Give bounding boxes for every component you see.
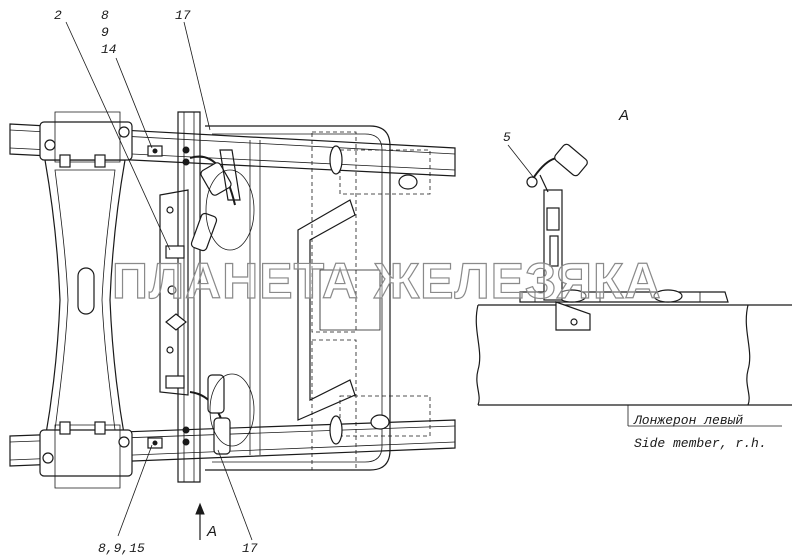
detail-hose-clamp bbox=[526, 143, 588, 193]
upper-mount-clamp bbox=[39, 111, 133, 168]
callout-2: 2 bbox=[54, 8, 62, 23]
callout-17-top: 17 bbox=[175, 8, 191, 23]
frame-assembly-plan-view bbox=[9, 21, 456, 541]
lower-mount-clamp bbox=[39, 421, 133, 489]
cross-member-plate bbox=[159, 111, 201, 483]
side-member-label-ru: Лонжерон левый bbox=[633, 413, 743, 428]
callout-8: 8 bbox=[101, 8, 109, 23]
upper-hose-clamp-assembly bbox=[182, 146, 255, 252]
fasteners-lower bbox=[147, 437, 163, 449]
callout-9: 9 bbox=[101, 25, 109, 40]
detail-view-a bbox=[475, 143, 792, 427]
platform-tray bbox=[205, 125, 391, 471]
leader-lines-detail bbox=[507, 144, 782, 427]
view-a-arrow-label: A bbox=[206, 523, 217, 540]
left-bracket-plate bbox=[44, 159, 126, 441]
callout-14: 14 bbox=[101, 42, 117, 57]
view-a-title: A bbox=[618, 107, 629, 124]
callout-17-bottom: 17 bbox=[242, 541, 258, 556]
fasteners-upper bbox=[147, 145, 163, 157]
leader-lines-main bbox=[65, 21, 253, 541]
detail-bracket bbox=[543, 189, 591, 331]
callout-8-9-15: 8,9,15 bbox=[98, 541, 145, 556]
watermark: ПЛАНЕТА ЖЕЛЕЗЯКА bbox=[112, 253, 662, 309]
view-a-arrow bbox=[195, 502, 205, 540]
callout-5: 5 bbox=[503, 130, 511, 145]
side-member-label-en: Side member, r.h. bbox=[634, 436, 767, 451]
detail-platform-plate bbox=[519, 289, 729, 303]
lower-hose-clamp-assembly bbox=[182, 373, 255, 455]
rear-bracket-dashed bbox=[311, 131, 431, 471]
detail-side-member bbox=[475, 304, 792, 406]
